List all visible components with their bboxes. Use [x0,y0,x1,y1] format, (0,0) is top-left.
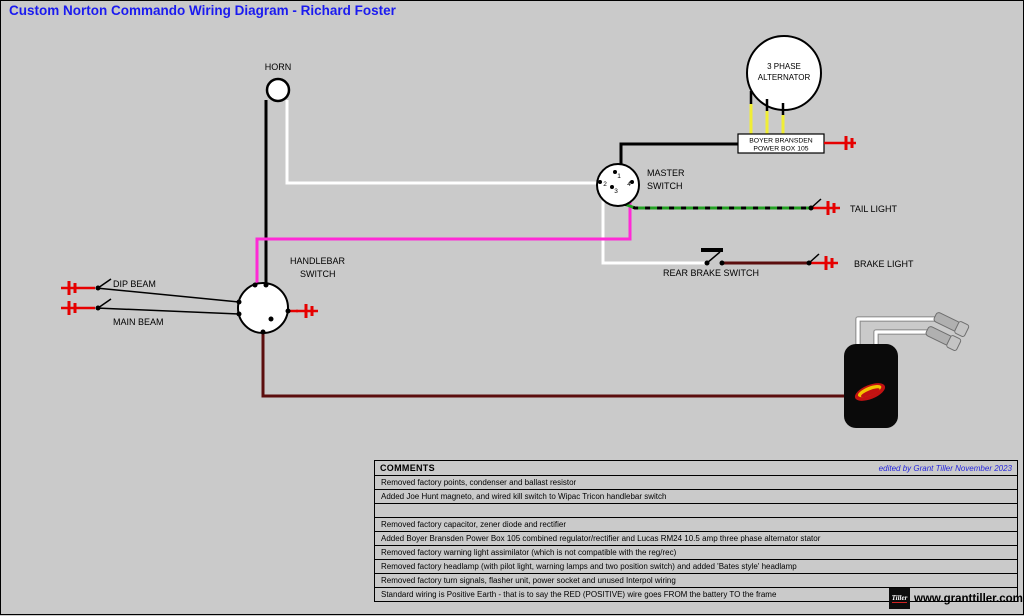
brake-light-switch-symbol [806,253,820,266]
comment-row: Removed factory warning light assimilato… [375,545,1017,559]
dip-beam-switch-symbol [95,278,112,291]
wire-magenta-master-switch-to-handlebar-switch [255,202,632,285]
brake-light-label: BRAKE LIGHT [854,259,914,269]
wire-white-master-switch-to-rear-brake-switch [601,200,706,265]
alternator-label-line1: 3 PHASE [767,62,801,71]
spark-plug-cap-1 [933,312,970,337]
comment-row [375,503,1017,517]
handlebar-switch-contacts [236,282,291,335]
terminal-main-beam [61,301,95,315]
edited-by-note: edited by Grant Tiller November 2023 [878,463,1012,473]
master-switch-terminal-2: 2 [603,181,607,188]
tiller-logo-text: Tiller [891,594,908,603]
comments-header-row: COMMENTS edited by Grant Tiller November… [375,461,1017,475]
comment-row: Removed factory points, condenser and ba… [375,475,1017,489]
ht-lead-1 [856,317,937,347]
power-box-label-line2: POWER BOX 105 [753,146,808,153]
comment-row: Removed factory turn signals, flasher un… [375,573,1017,587]
main-beam-switch-symbol [95,298,112,311]
wire-green-master-switch-to-tail-light [621,201,812,210]
wire-dip-beam-to-handlebar-switch [95,287,240,303]
comment-row: Added Boyer Bransden Power Box 105 combi… [375,531,1017,545]
magneto-assembly [844,312,970,428]
rear-brake-switch-symbol [701,248,725,266]
horn-symbol [265,77,291,103]
terminal-power-box [824,136,856,150]
page-title: Custom Norton Commando Wiring Diagram - … [9,3,396,18]
master-switch-terminal-4: 4 [627,181,631,188]
power-box-label-line1: BOYER BRANSDEN [749,138,813,145]
comment-row: Standard wiring is Positive Earth - that… [375,587,1017,601]
dip-beam-label: DIP BEAM [113,279,156,289]
handlebar-switch-symbol [237,282,289,334]
master-switch-terminal-3: 3 [614,188,618,195]
tail-light-label: TAIL LIGHT [850,204,898,214]
spark-plug-cap-2 [925,326,962,351]
horn-label: HORN [265,62,292,72]
tiller-logo: Tiller [889,588,910,609]
terminal-tail-light [812,201,840,215]
wire-white-horn-to-master-switch [285,100,601,185]
master-switch-label-line2: SWITCH [647,181,683,191]
terminal-handlebar-switch [296,304,318,318]
terminal-brake-light [810,256,838,270]
tail-light-switch-symbol [808,198,822,211]
master-switch-contacts [598,170,634,189]
master-switch-symbol [596,163,640,207]
website-text: www.granttiller.com [914,593,1023,605]
handlebar-switch-label-line1: HANDLEBAR [290,256,346,266]
wire-main-beam-to-handlebar-switch [95,307,240,315]
magneto-logo [854,383,886,401]
comment-row: Removed factory capacitor, zener diode a… [375,517,1017,531]
main-beam-label: MAIN BEAM [113,317,164,327]
comments-title: COMMENTS [380,463,435,473]
comments-table: COMMENTS edited by Grant Tiller November… [374,460,1018,602]
wire-maroon-handlebar-switch-to-magneto [261,332,845,398]
terminal-dip-beam [61,281,95,295]
handlebar-switch-label-line2: SWITCH [300,269,336,279]
alternator-leads [749,91,785,134]
master-switch-label-line1: MASTER [647,168,685,178]
comment-row: Removed factory headlamp (with pilot lig… [375,559,1017,573]
ht-lead-2 [874,330,929,347]
rear-brake-switch-label: REAR BRAKE SWITCH [663,268,759,278]
wire-black-powerbox-to-master-switch [619,142,738,169]
comment-row: Added Joe Hunt magneto, and wired kill s… [375,489,1017,503]
alternator-label-line2: ALTERNATOR [758,73,811,82]
master-switch-terminal-1: 1 [617,173,621,180]
